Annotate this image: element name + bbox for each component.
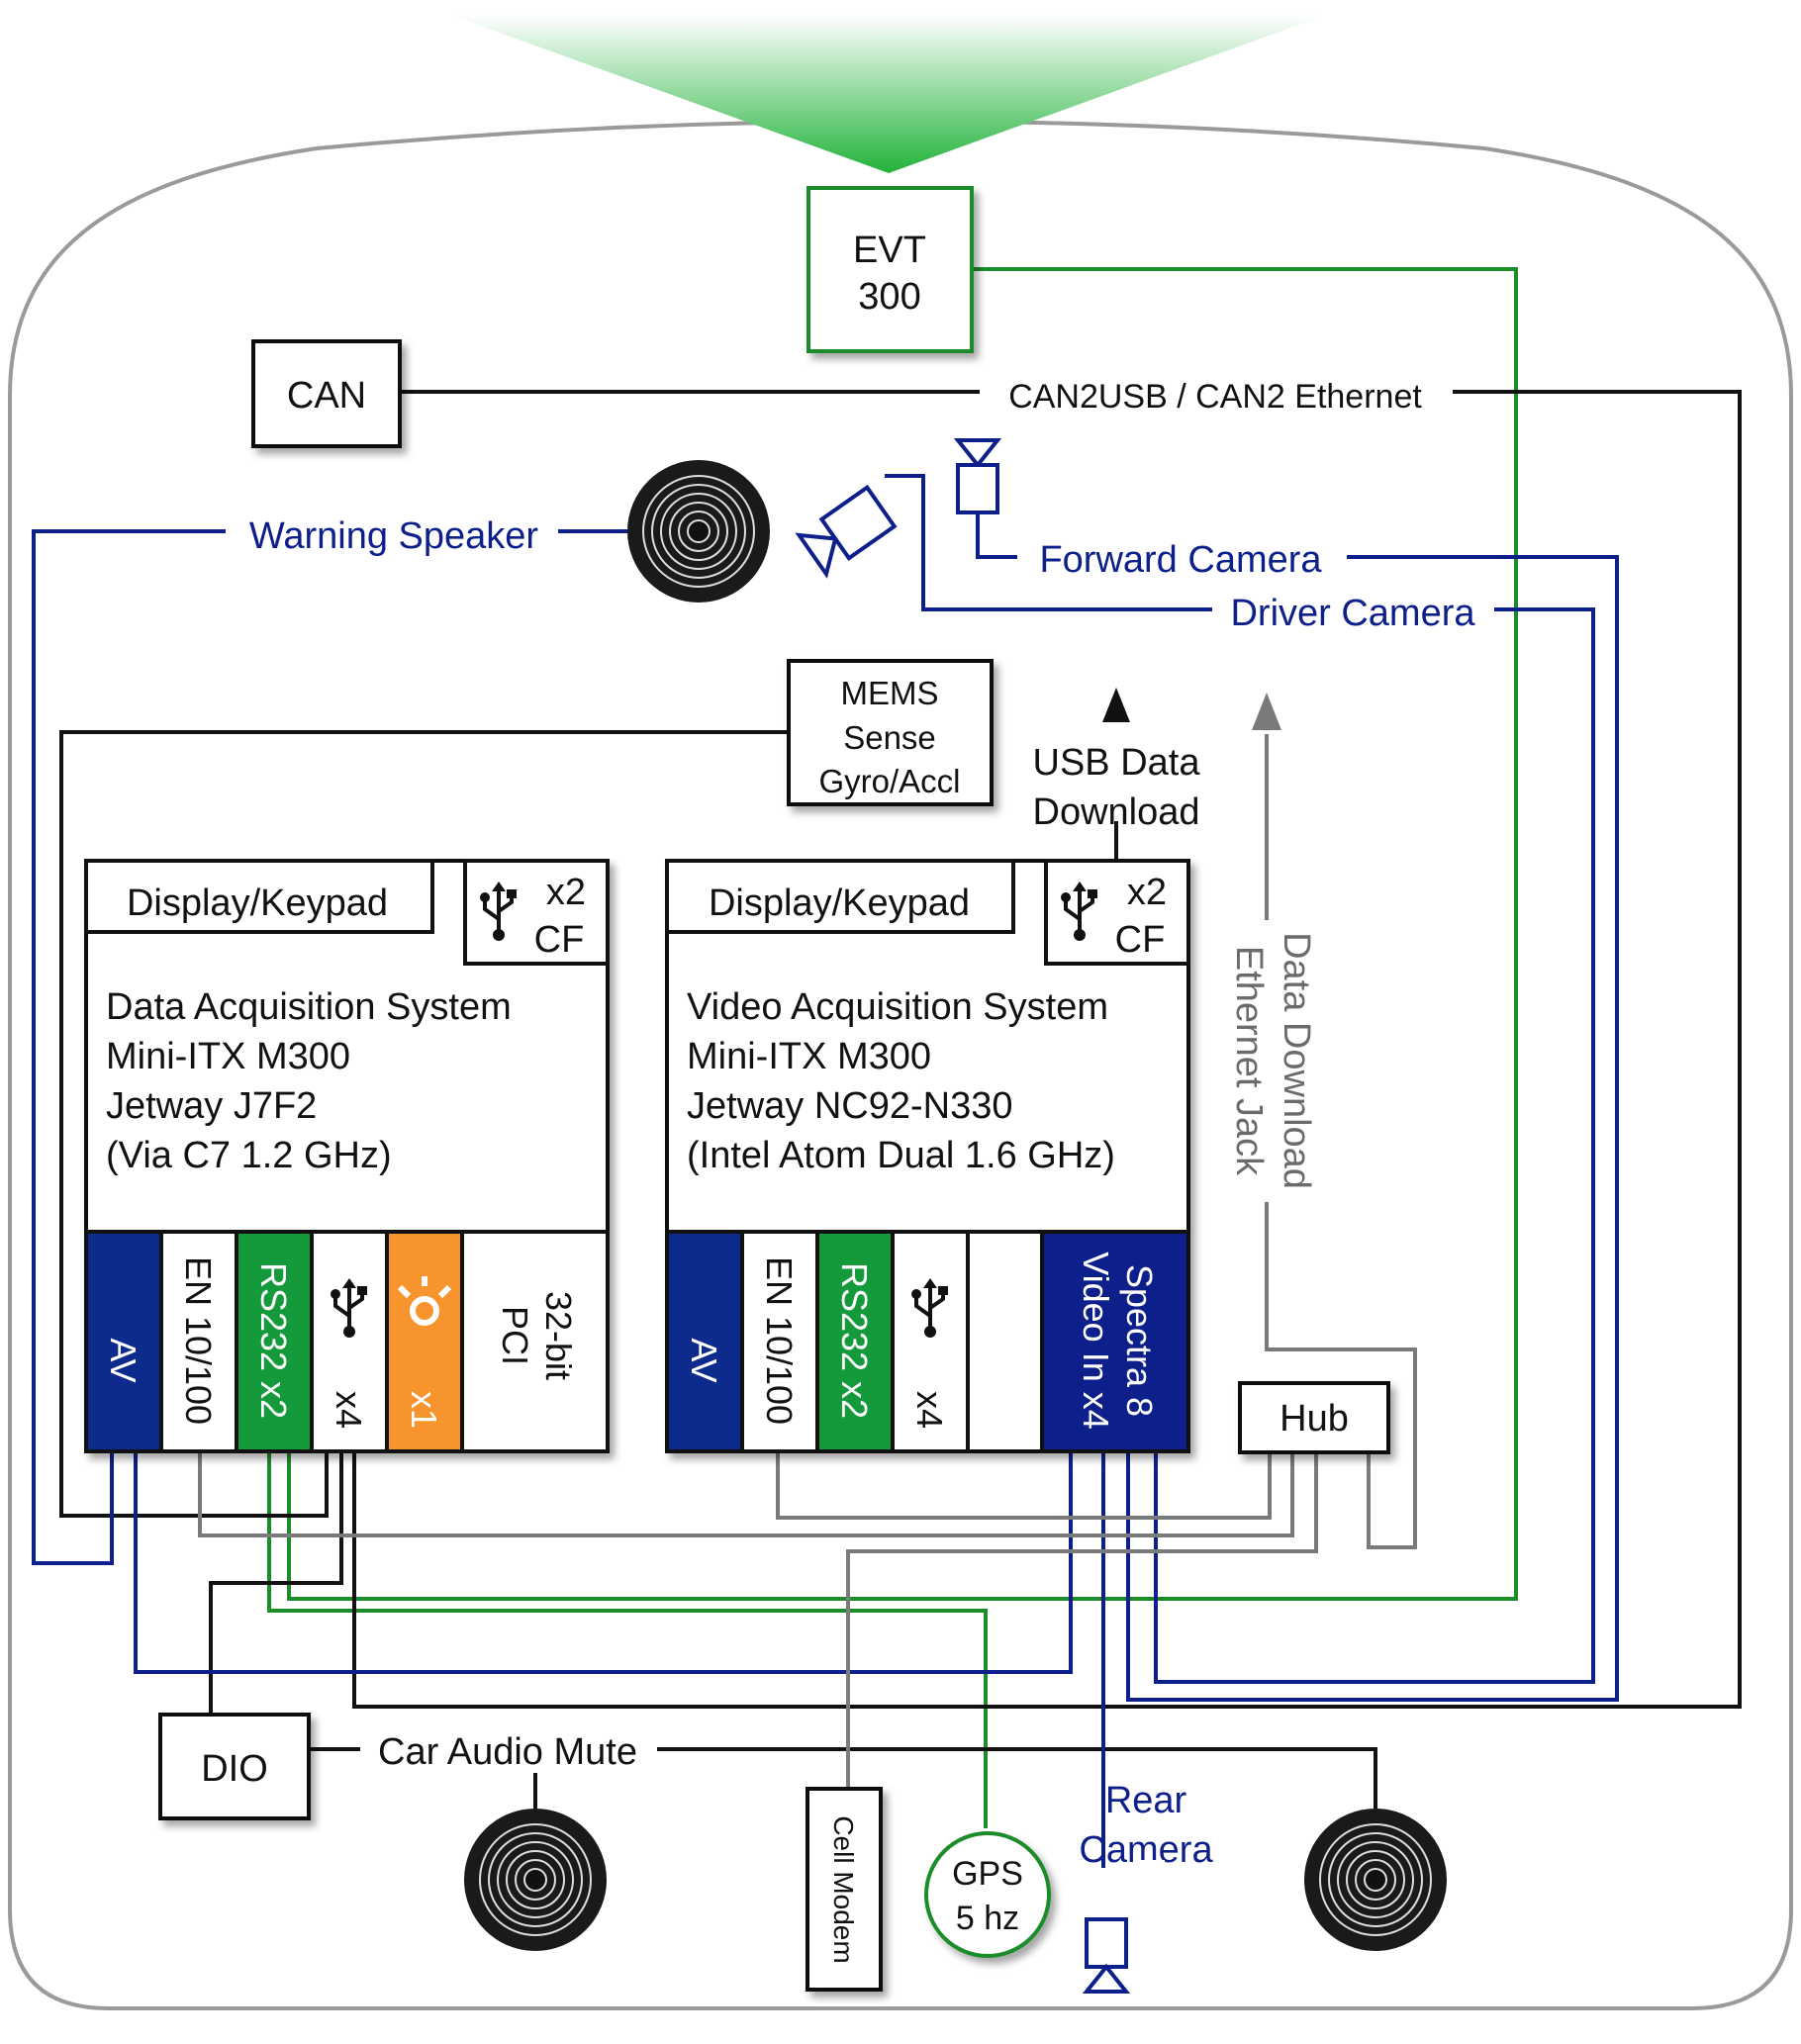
vas-line4: (Intel Atom Dual 1.6 GHz) [687,1135,1115,1176]
forward-camera-icon [953,438,1002,514]
cell-modem-wire [846,1449,1318,1789]
gps-wire [267,1449,988,1828]
das-port-av [84,1230,163,1453]
vas-line3: Jetway NC92-N330 [687,1085,1012,1127]
warning-speaker-label: Warning Speaker [249,515,539,557]
ethernet-download-arrow [1252,693,1281,730]
gps-unit: GPS 5 hz [924,1831,1051,1958]
driver-camera-wire [885,474,1595,1684]
rear-camera-icon [1082,1917,1131,1994]
ethernet-jack-wire [1265,734,1417,1549]
right-speaker-icon [1304,1809,1447,1951]
evt-line1: EVT [853,230,926,271]
gps-line1: GPS [952,1855,1023,1893]
vas-port-spectra [1040,1230,1190,1453]
firewire-icon [397,1276,452,1326]
das-title: Data Acquisition System [106,986,512,1028]
gps-line2: 5 hz [956,1900,1019,1937]
ethernet-jack-label: Data Download Ethernet Jack [1228,932,1317,1189]
car-audio-mute-label: Car Audio Mute [378,1731,637,1773]
data-acquisition-system: Display/Keypad x2 CF Data Acquisition Sy… [84,859,610,1453]
av-wire [134,1449,1073,1674]
can-box: CAN [251,339,402,448]
vas-spectra-line2: Video In x4 [1076,1252,1116,1429]
das-line2: Mini-ITX M300 [106,1036,350,1077]
vas-usb-count: x2 [1127,872,1167,913]
hub-label: Hub [1280,1398,1349,1440]
das-pci-line2: PCI [495,1306,535,1365]
can-wire-label: CAN2USB / CAN2 Ethernet [1008,378,1422,416]
mems-line1: MEMS [841,675,939,711]
usb-download-arrow [1102,688,1130,722]
das-rs232-label: RS232 x2 [253,1262,294,1419]
das-port-en [159,1230,238,1453]
hub-box: Hub [1238,1381,1390,1454]
evt-300-box: EVT 300 [806,186,974,353]
vas-cf: CF [1115,919,1166,961]
vas-display-label: Display/Keypad [709,883,970,924]
warning-speaker-icon [627,460,770,603]
dio-box: DIO [158,1713,311,1820]
das-port-firewire [385,1230,464,1453]
left-speaker-icon [464,1809,607,1951]
vas-title: Video Acquisition System [687,986,1108,1028]
das-usb-port-label: x4 [329,1391,369,1429]
das-av-label: AV [103,1338,143,1382]
mems-wire [59,730,789,1518]
vas-en-label: EN 10/100 [759,1256,800,1425]
vas-ethernet-wire [776,1449,1272,1520]
forward-camera-label: Forward Camera [1039,539,1322,581]
mems-box: MEMS Sense Gyro/Accl [787,659,994,806]
das-cf: CF [534,919,585,961]
das-port-rs232 [235,1230,314,1453]
das-en-label: EN 10/100 [178,1256,219,1425]
das-port-pci [460,1230,610,1453]
vas-rs232-label: RS232 x2 [834,1262,875,1419]
das-line3: Jetway J7F2 [106,1085,317,1127]
vas-port-usb [891,1230,970,1453]
cell-modem-box: Cell Modem [806,1787,883,1992]
ethernet-line1: Data Download [1276,932,1317,1189]
vas-port-rs232 [815,1230,895,1453]
video-acquisition-system: Display/Keypad x2 CF Video Acquisition S… [665,859,1190,1453]
evt-wire [287,267,1518,1601]
rear-camera-line1: Rear [1105,1780,1187,1821]
vas-usb-port-label: x4 [909,1391,950,1429]
can-label: CAN [287,375,366,417]
vas-line2: Mini-ITX M300 [687,1036,931,1077]
vas-av-label: AV [684,1338,724,1382]
usb-download-line2: Download [1033,791,1200,833]
das-firewire-label: x1 [404,1391,444,1429]
das-pci-line1: 32-bit [538,1291,579,1380]
cell-modem-label: Cell Modem [828,1815,859,1963]
driver-camera-label: Driver Camera [1230,593,1475,634]
windshield-view-wedge [450,15,1326,173]
mems-line3: Gyro/Accl [818,763,960,799]
driver-camera-icon [795,484,898,579]
ethernet-line2: Ethernet Jack [1228,946,1270,1176]
wires [32,267,1742,1868]
forward-camera-wire [976,512,1619,1702]
vas-spectra-line1: Spectra 8 [1119,1264,1160,1417]
mems-line2: Sense [843,719,936,756]
dio-wire [209,1449,343,1715]
car-audio-mute-wire [309,1747,1377,1809]
dio-label: DIO [201,1748,268,1790]
das-display-label: Display/Keypad [127,883,388,924]
das-line4: (Via C7 1.2 GHz) [106,1135,392,1176]
evt-line2: 300 [858,276,920,318]
das-ethernet-wire [198,1449,1294,1537]
das-usb-count: x2 [546,872,586,913]
usb-download-line1: USB Data [1033,742,1201,784]
